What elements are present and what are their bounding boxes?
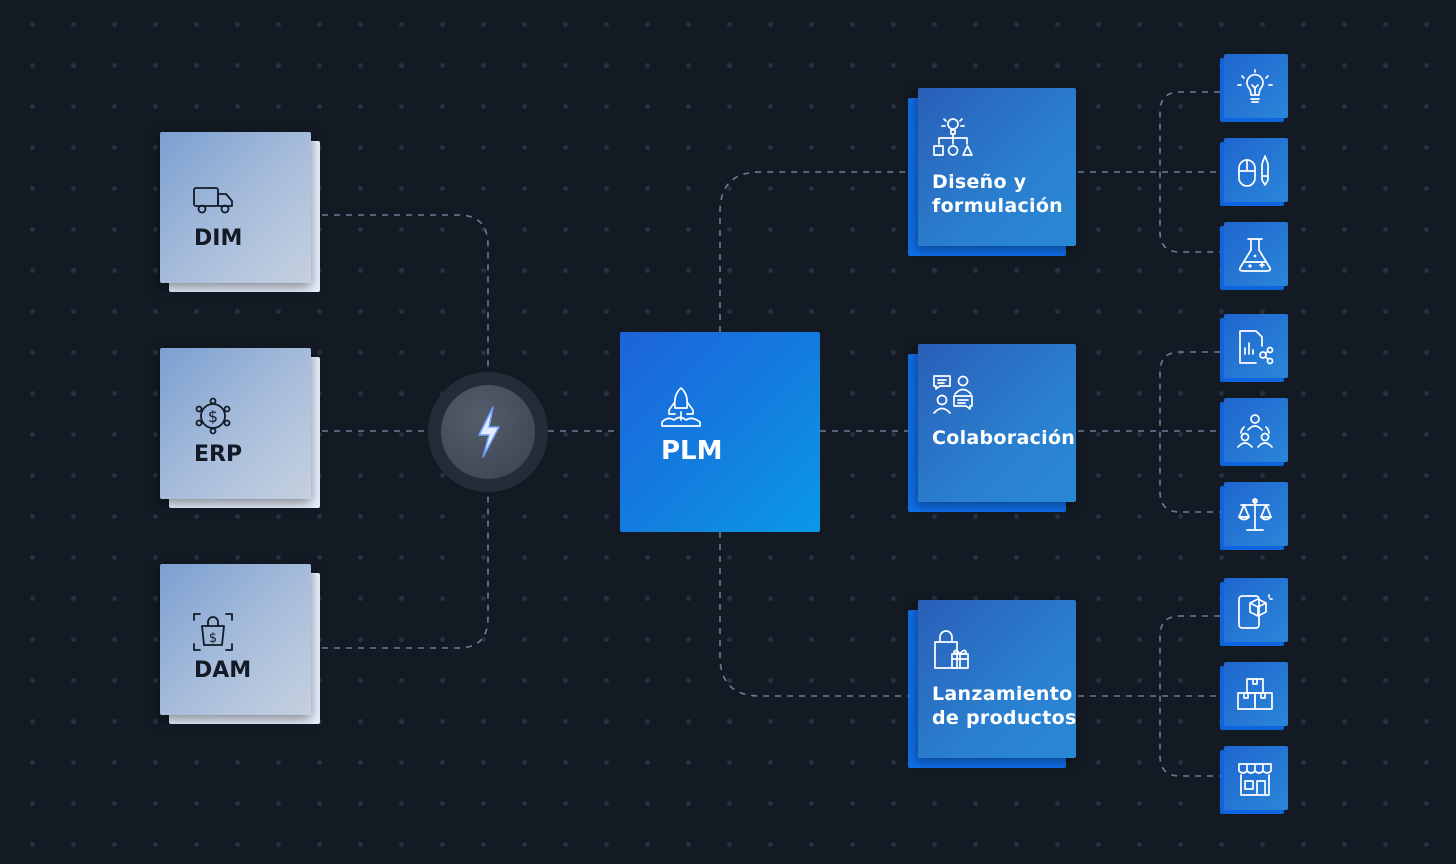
- card-face: DIM: [160, 132, 311, 283]
- plm-node[interactable]: PLM: [620, 332, 820, 532]
- category-card-lanzamiento[interactable]: Lanzamiento de productos: [908, 600, 1076, 768]
- category-label-line2: de productos: [932, 707, 1077, 729]
- mouse-pen-icon: [1238, 155, 1269, 187]
- source-label: ERP: [194, 442, 243, 467]
- team-chat-icon: [933, 375, 973, 414]
- source-label: DIM: [194, 226, 243, 251]
- mouse-pen-node[interactable]: [1220, 138, 1288, 206]
- storefront-node[interactable]: [1220, 746, 1288, 814]
- idea-shapes-icon: [933, 118, 973, 156]
- card-face: Diseño y formulación: [918, 88, 1076, 246]
- bag-gift-icon: [934, 630, 969, 669]
- stacked-boxes-node[interactable]: [1220, 662, 1288, 730]
- truck-icon: [193, 187, 233, 214]
- category-label: Lanzamiento de productos: [932, 682, 1082, 730]
- plm-label: PLM: [661, 436, 723, 466]
- rocket-launch-icon: [661, 387, 701, 427]
- category-card-diseno[interactable]: Diseño y formulación: [908, 88, 1076, 256]
- category-label-line2: formulación: [932, 195, 1064, 217]
- phone-box-node[interactable]: [1220, 578, 1288, 646]
- source-card-dim[interactable]: DIM: [160, 132, 320, 292]
- shopping-bag-dollar-icon: $: [193, 613, 233, 651]
- svg-text:$: $: [208, 407, 218, 426]
- category-label-line1: Lanzamiento: [932, 683, 1073, 705]
- storefront-icon: [1238, 763, 1272, 796]
- source-label: DAM: [194, 658, 252, 683]
- team-circle-icon: [1237, 414, 1273, 448]
- card-face: $ DAM: [160, 564, 311, 715]
- category-label: Colaboración: [932, 426, 1082, 450]
- category-label: Diseño y formulación: [932, 170, 1082, 218]
- category-label-line1: Diseño y: [932, 171, 1027, 193]
- card-face: Lanzamiento de productos: [918, 600, 1076, 758]
- source-card-dam[interactable]: $ DAM: [160, 564, 320, 724]
- lightbulb-node[interactable]: [1220, 54, 1288, 122]
- team-circle-node[interactable]: [1220, 398, 1288, 466]
- stacked-boxes-icon: [1237, 678, 1273, 710]
- svg-text:$: $: [209, 631, 217, 646]
- dollar-network-icon: $: [195, 397, 231, 435]
- flask-node[interactable]: [1220, 222, 1288, 290]
- document-share-node[interactable]: [1220, 314, 1288, 382]
- hub-inner: [441, 385, 535, 479]
- card-face: Colaboración: [918, 344, 1076, 502]
- lightning-bolt-icon: [478, 406, 500, 458]
- scale-balance-node[interactable]: [1220, 482, 1288, 550]
- category-label-line1: Colaboración: [932, 427, 1076, 449]
- category-card-colaboracion[interactable]: Colaboración: [908, 344, 1076, 512]
- source-card-erp[interactable]: $ ERP: [160, 348, 320, 508]
- card-face: $ ERP: [160, 348, 311, 499]
- lightbulb-icon: [1237, 69, 1273, 103]
- scale-balance-icon: [1238, 498, 1272, 531]
- document-share-icon: [1239, 330, 1274, 365]
- flask-icon: [1238, 238, 1272, 272]
- phone-box-icon: [1238, 594, 1273, 629]
- integration-hub[interactable]: [428, 372, 548, 492]
